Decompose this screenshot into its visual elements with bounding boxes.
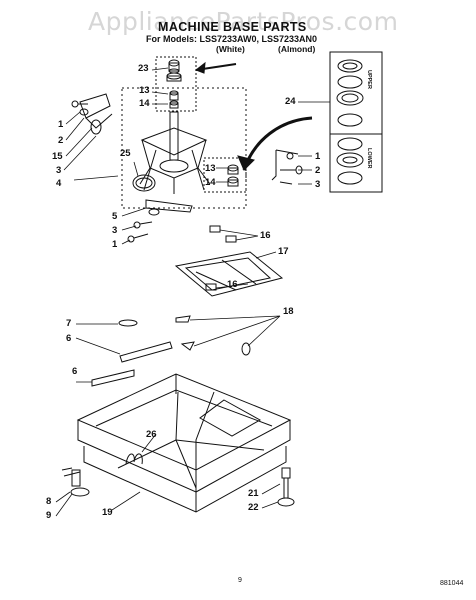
model-numbers: For Models: LSS7233AW0, LSS7233AN0 bbox=[146, 34, 318, 44]
callout-25: 25 bbox=[120, 148, 131, 159]
callout-2: 2 bbox=[315, 165, 321, 176]
callout-5: 5 bbox=[112, 211, 118, 222]
callout-26: 26 bbox=[146, 429, 157, 440]
callout-3: 3 bbox=[112, 225, 118, 236]
callout-13: 13 bbox=[205, 163, 216, 174]
page-number: 9 bbox=[238, 577, 242, 584]
left-leveling-foot bbox=[61, 467, 90, 497]
diagram-code: 881044 bbox=[440, 580, 464, 587]
callout-14: 14 bbox=[139, 98, 150, 109]
clips bbox=[175, 315, 251, 356]
callout-18: 18 bbox=[283, 306, 294, 317]
callout-17: 17 bbox=[278, 246, 289, 257]
right-leveling-foot bbox=[277, 467, 295, 507]
gearcase-mount bbox=[139, 111, 211, 194]
right-small-parts-box bbox=[203, 157, 247, 193]
base-frame bbox=[76, 373, 292, 513]
callout-1: 1 bbox=[315, 151, 321, 162]
spring-clip bbox=[125, 453, 143, 465]
color-white-label: (White) bbox=[216, 44, 245, 54]
callout-22: 22 bbox=[248, 502, 259, 513]
seal-kit-box bbox=[329, 51, 383, 193]
curved-pointer-arrow bbox=[237, 116, 313, 171]
callout-19: 19 bbox=[102, 507, 113, 518]
callout-16: 16 bbox=[227, 279, 238, 290]
right-bracket bbox=[271, 149, 303, 185]
diagram-title: MACHINE BASE PARTS bbox=[158, 20, 307, 34]
callout-24: 24 bbox=[285, 96, 296, 107]
callout-3: 3 bbox=[315, 179, 321, 190]
callout-9: 9 bbox=[46, 510, 52, 521]
callout-13: 13 bbox=[139, 85, 150, 96]
grommet-ring bbox=[132, 174, 156, 192]
kit-lower-label: LOWER bbox=[366, 148, 372, 169]
callout-8: 8 bbox=[46, 496, 52, 507]
callout-1: 1 bbox=[112, 239, 118, 250]
callout-15: 15 bbox=[52, 151, 63, 162]
hub-pointer-arrow bbox=[194, 61, 237, 74]
straps bbox=[91, 319, 173, 387]
callout-21: 21 bbox=[248, 488, 259, 499]
callout-23: 23 bbox=[138, 63, 149, 74]
callout-16: 16 bbox=[260, 230, 271, 241]
hub-parts-box bbox=[155, 56, 197, 112]
callout-7: 7 bbox=[66, 318, 72, 329]
callout-6: 6 bbox=[66, 333, 72, 344]
callout-3: 3 bbox=[56, 165, 62, 176]
left-lower-hardware bbox=[127, 199, 193, 243]
color-almond-label: (Almond) bbox=[278, 44, 316, 54]
callout-1: 1 bbox=[58, 119, 64, 130]
callout-4: 4 bbox=[56, 178, 62, 189]
callout-2: 2 bbox=[58, 135, 64, 146]
kit-upper-label: UPPER bbox=[366, 70, 372, 89]
leader-lines bbox=[55, 67, 330, 517]
callout-6: 6 bbox=[72, 366, 78, 377]
callout-14: 14 bbox=[205, 177, 216, 188]
watermark: AppliancePartsPros.com bbox=[88, 7, 399, 36]
center-frame bbox=[174, 225, 284, 297]
